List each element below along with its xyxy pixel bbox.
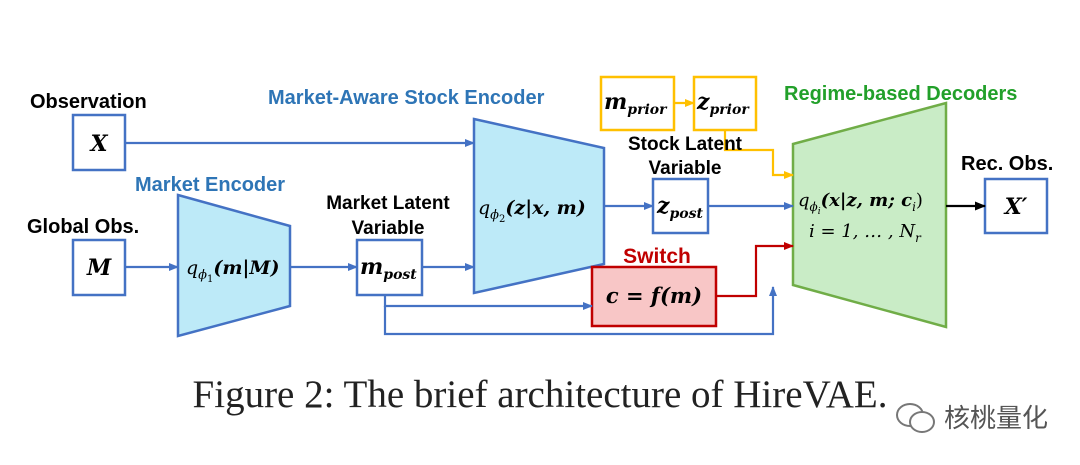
stock-encoder-shape (472, 117, 606, 295)
x-node-text: X (88, 131, 108, 157)
stock-latent-label-1: Stock Latent (628, 134, 743, 155)
m-global-box (71, 238, 127, 297)
switch-box (590, 265, 718, 328)
rec-obs-label: Rec. Obs. (961, 153, 1053, 175)
z-post-node-text: zpost (656, 193, 704, 222)
m-post-node-text: mpost (360, 254, 417, 283)
z-prior-node-text: zprior (696, 89, 750, 118)
stock-encoder-formula: qϕ2(z|x, m) (478, 197, 586, 225)
market-latent-label-2: Variable (352, 218, 425, 239)
stock-encoder-title: Market-Aware Stock Encoder (268, 87, 545, 109)
watermark-text: 核桃量化 (943, 404, 1048, 434)
market-latent-label-1: Market Latent (326, 193, 450, 214)
switch-label: Switch (623, 245, 691, 268)
decoder-index: i = 1, … , Nr (809, 221, 922, 245)
stock-latent-label-2: Variable (649, 158, 722, 179)
chat-bubble-icon (895, 401, 936, 433)
observation-label: Observation (30, 91, 147, 113)
arrow-zprior-to-decoder (723, 130, 794, 179)
decoders-title: Regime-based Decoders (784, 83, 1017, 105)
arrow-mpost-to-switch (383, 295, 593, 310)
market-encoder-formula: qϕ1(m|M) (186, 257, 279, 285)
z-prior-box (692, 75, 758, 132)
switch-formula: c = f(m) (606, 283, 702, 308)
watermark: 核桃量化 (895, 398, 1048, 435)
x-prime-box (983, 177, 1049, 235)
decoder-formula: qϕi(x|z, m; ci) (798, 190, 923, 217)
market-encoder-title: Market Encoder (135, 174, 285, 196)
arrow-switch-to-decoder (716, 242, 794, 298)
x-box (71, 113, 127, 172)
m-prior-node-text: mprior (604, 89, 668, 118)
figure-caption: Figure 2: The brief architecture of Hire… (192, 373, 888, 416)
global-obs-label: Global Obs. (27, 216, 139, 238)
x-prime-node-text: X′ (1003, 194, 1028, 220)
decoder-shape (791, 101, 948, 329)
market-encoder-shape (176, 193, 292, 338)
m-global-node-text: M (86, 255, 112, 281)
arrow-mpost-to-decoder (383, 286, 777, 336)
